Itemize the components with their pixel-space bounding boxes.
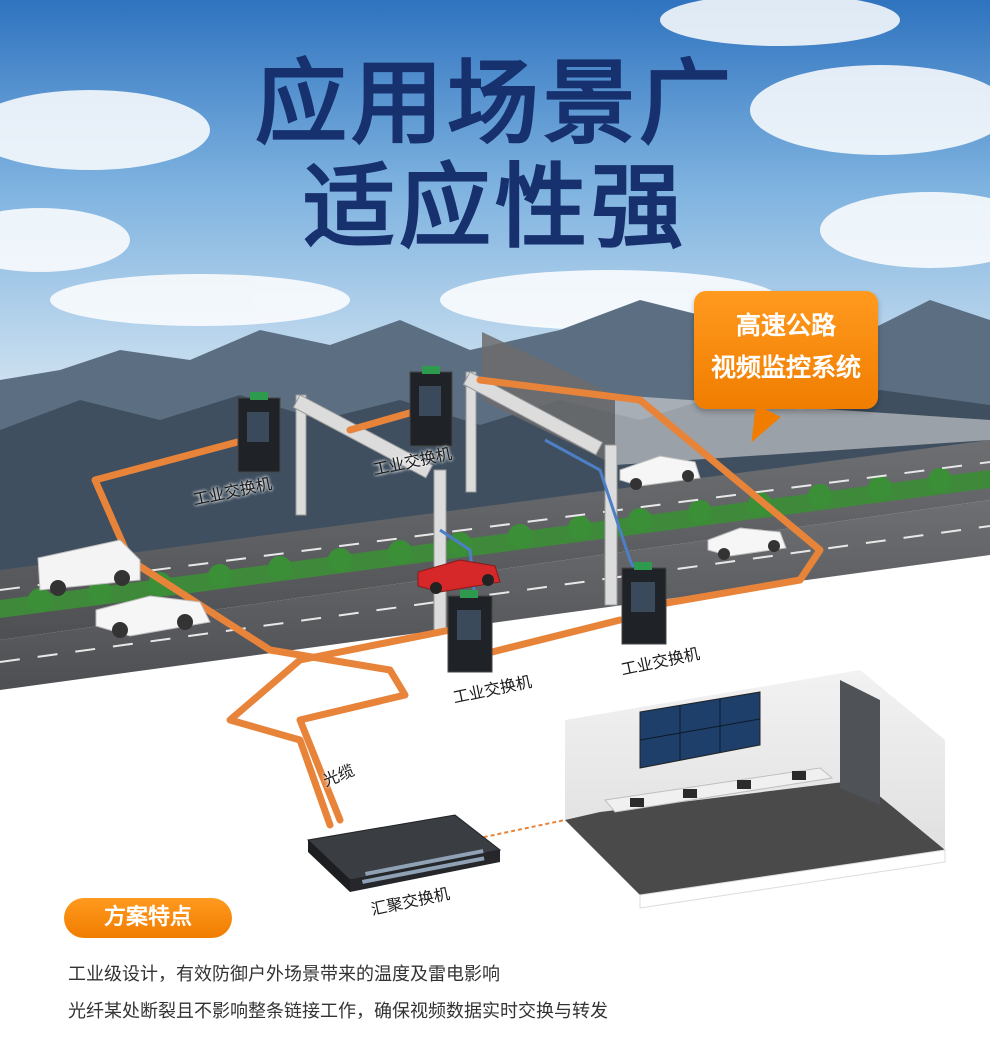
- feature-item: 工业级设计，有效防御户外场景带来的温度及雷电影响: [68, 964, 500, 985]
- headline-line-2: 适应性强: [302, 154, 687, 261]
- control-room: [565, 670, 946, 909]
- aggregation-switch: [306, 814, 502, 892]
- feature-item: 光纤某处断裂且不影响整条链接工作，确保视频数据实时交换与转发: [68, 1001, 608, 1022]
- white-car-right: [707, 527, 787, 560]
- industrial-switch-center: [447, 590, 493, 673]
- red-car: [417, 559, 501, 594]
- video-wall-grid: [639, 699, 761, 760]
- monitors: [630, 771, 806, 807]
- white-car-far: [619, 455, 701, 490]
- vehicles: [37, 455, 787, 638]
- fiber-cables: [91, 376, 824, 829]
- barrier-top: [615, 395, 990, 465]
- white-sedan-front: [95, 595, 211, 638]
- lane-markings: [0, 461, 990, 663]
- callout-line-1: 高速公路: [735, 311, 836, 340]
- industrial-switch-left-top: [237, 392, 281, 473]
- features-title: 方案特点: [64, 898, 232, 938]
- control-room-link: [469, 819, 566, 841]
- callout-line-2: 视频监控系统: [710, 353, 861, 382]
- industrial-switch-mid-top: [409, 366, 453, 447]
- headline-line-1: 应用场景广: [254, 50, 735, 157]
- highway-median: [0, 470, 990, 618]
- operator-desk: [604, 767, 834, 813]
- industrial-switch-right: [621, 562, 667, 645]
- white-van: [37, 539, 141, 596]
- gantries: [292, 371, 618, 631]
- callout-bubble: 高速公路 视频监控系统: [694, 291, 878, 409]
